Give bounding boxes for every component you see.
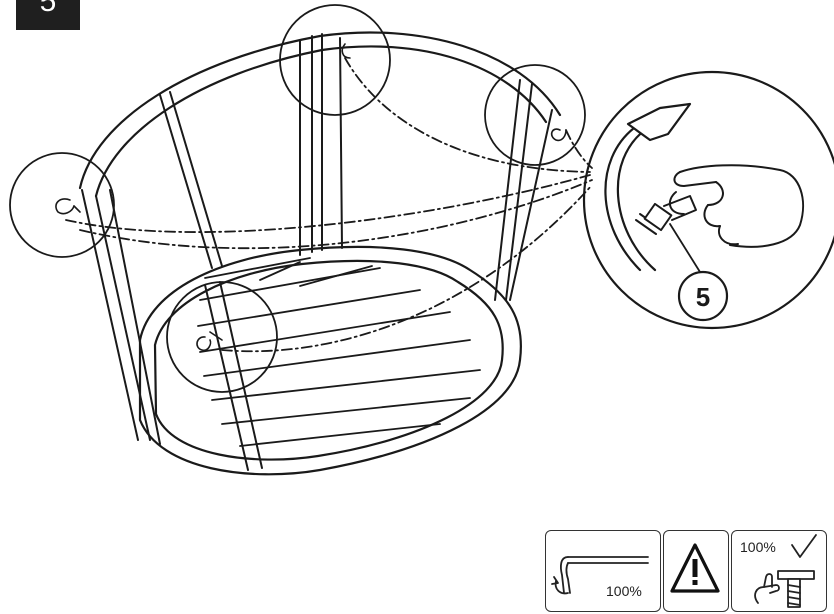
bolt-details bbox=[55, 43, 567, 352]
warning-panel bbox=[663, 530, 729, 612]
leader-lines bbox=[65, 57, 593, 353]
step-number-badge: 5 bbox=[16, 0, 80, 30]
detail-circle-left bbox=[9, 152, 115, 258]
tighten-percent: 100% bbox=[740, 539, 776, 555]
allen-wrench-icon bbox=[551, 556, 649, 595]
wrench-percent: 100% bbox=[606, 583, 642, 599]
seat-posts bbox=[81, 33, 553, 445]
part-callout-number: 5 bbox=[696, 282, 710, 312]
rotation-arrow-icon bbox=[604, 102, 692, 272]
nut-bolt-icon bbox=[635, 195, 697, 235]
step-number: 5 bbox=[39, 0, 57, 18]
detail-circle-large bbox=[582, 70, 834, 330]
wrench-panel: 100% bbox=[545, 530, 661, 612]
warning-triangle-icon bbox=[670, 543, 720, 593]
front-post bbox=[204, 281, 263, 471]
seat-back-hoop bbox=[78, 31, 562, 198]
part-callout-leader bbox=[669, 223, 701, 273]
hand-icon bbox=[668, 164, 805, 248]
seat-slats bbox=[197, 257, 481, 447]
tighten-check-icon bbox=[754, 534, 817, 608]
part-callout-circle bbox=[677, 270, 729, 322]
seat-frame bbox=[138, 245, 522, 476]
tighten-panel: 100% bbox=[731, 530, 827, 612]
detail-circle-front bbox=[166, 281, 278, 393]
detail-circle-right bbox=[484, 64, 586, 166]
detail-circle-top bbox=[279, 4, 391, 116]
checkmark-icon bbox=[791, 534, 817, 558]
detail-circles bbox=[9, 4, 834, 393]
